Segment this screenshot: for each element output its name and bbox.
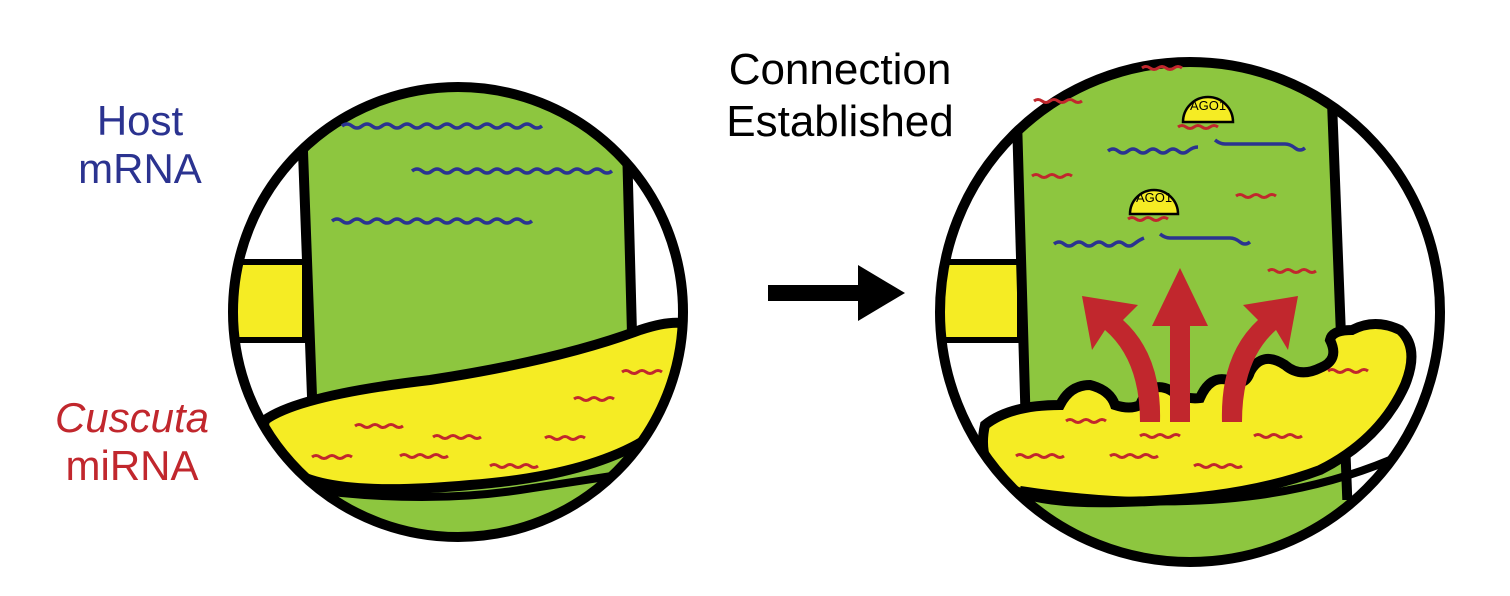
cuscuta-label-line2: miRNA xyxy=(65,442,199,489)
transition-arrow xyxy=(768,265,905,321)
host-mrna-strands-left xyxy=(330,122,614,225)
transfer-arrow-right xyxy=(1221,296,1298,422)
before-connection-panel xyxy=(233,87,683,537)
cuscuta-mirna-strands-right xyxy=(1015,65,1369,469)
ago1-label-lower: AGO1 xyxy=(1136,190,1172,205)
host-label-line2: mRNA xyxy=(78,145,202,192)
cuscuta-haustorium-right xyxy=(978,319,1417,508)
connection-label-line1: Connection xyxy=(728,45,952,94)
ago1-protein-lower: AGO1 xyxy=(1128,188,1180,216)
mirna-transfer-arrows xyxy=(1082,268,1298,422)
right-circle-outline xyxy=(935,57,1445,567)
transfer-arrow-left xyxy=(1082,296,1161,422)
cuscuta-haustorium-left xyxy=(258,317,683,495)
connection-established-label: Connection Established xyxy=(690,44,990,148)
connection-label-line2: Established xyxy=(726,97,954,146)
ago1-protein-upper: AGO1 xyxy=(1181,95,1235,124)
ago1-label-upper: AGO1 xyxy=(1190,98,1226,113)
side-tissue-right xyxy=(940,259,1023,343)
cuscuta-mirna-label: Cuscuta miRNA xyxy=(22,394,242,490)
left-circle-outline xyxy=(228,82,688,542)
host-mrna-label: Host mRNA xyxy=(40,97,240,193)
host-label-line1: Host xyxy=(96,97,184,144)
cuscuta-mirna-strands-left xyxy=(311,369,663,469)
transfer-arrow-middle-head xyxy=(1152,268,1208,326)
host-mrna-strands-right xyxy=(1052,138,1307,248)
transfer-arrow-middle-shaft xyxy=(1170,320,1190,422)
cuscuta-label-line1: Cuscuta xyxy=(54,394,210,441)
